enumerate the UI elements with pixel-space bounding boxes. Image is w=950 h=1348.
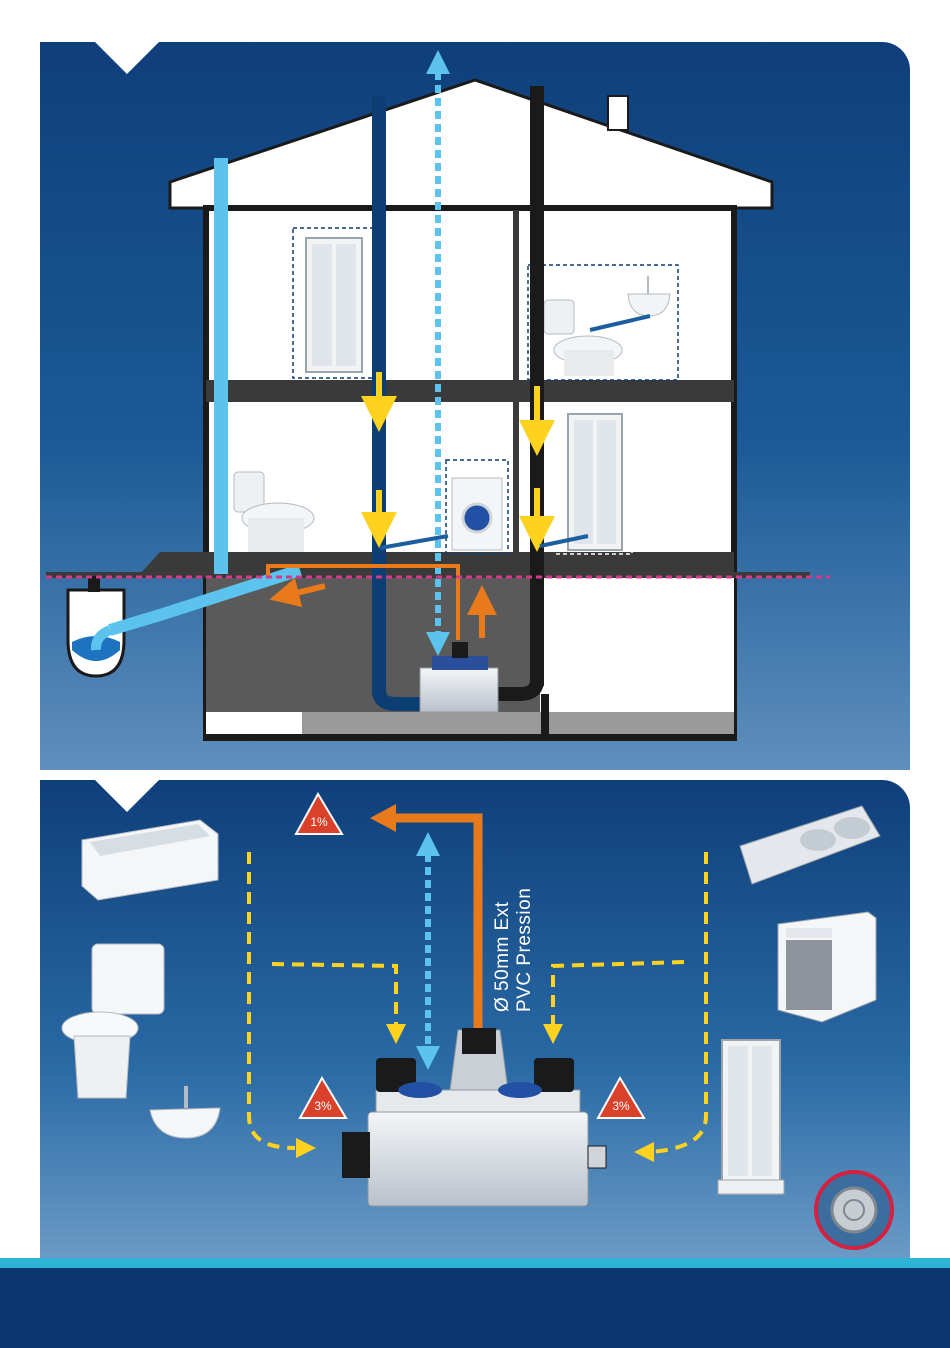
shower-icon	[718, 1040, 784, 1194]
slope-label-top: 1%	[310, 815, 328, 829]
pump-unit-icon	[342, 1028, 606, 1206]
shower-icon	[293, 228, 373, 378]
warning-triangle-icon: 3%	[598, 1078, 644, 1118]
pipe-material-text: PVC Pression	[514, 888, 536, 1012]
chimney	[608, 96, 628, 130]
toilet-icon	[62, 944, 164, 1098]
warning-triangle-icon: 1%	[296, 794, 342, 834]
sink-icon	[150, 1086, 220, 1138]
pipe-spec-label: Ø 50mm Ext PVC Pression	[492, 888, 536, 1012]
house-icon	[46, 80, 810, 740]
vent-pipe	[214, 158, 228, 574]
bathtub-icon	[82, 820, 218, 900]
slope-label-left: 3%	[314, 1099, 332, 1113]
kitchen-sink-icon	[740, 806, 880, 884]
warning-triangle-icon: 3%	[300, 1078, 346, 1118]
dishwasher-icon	[778, 912, 876, 1022]
slope-label-right: 3%	[612, 1099, 630, 1113]
floor-drain-icon	[816, 1172, 892, 1248]
shower-icon	[556, 408, 632, 554]
pipe-diameter-text: Ø 50mm Ext	[492, 888, 514, 1012]
upper-floor	[206, 380, 734, 402]
